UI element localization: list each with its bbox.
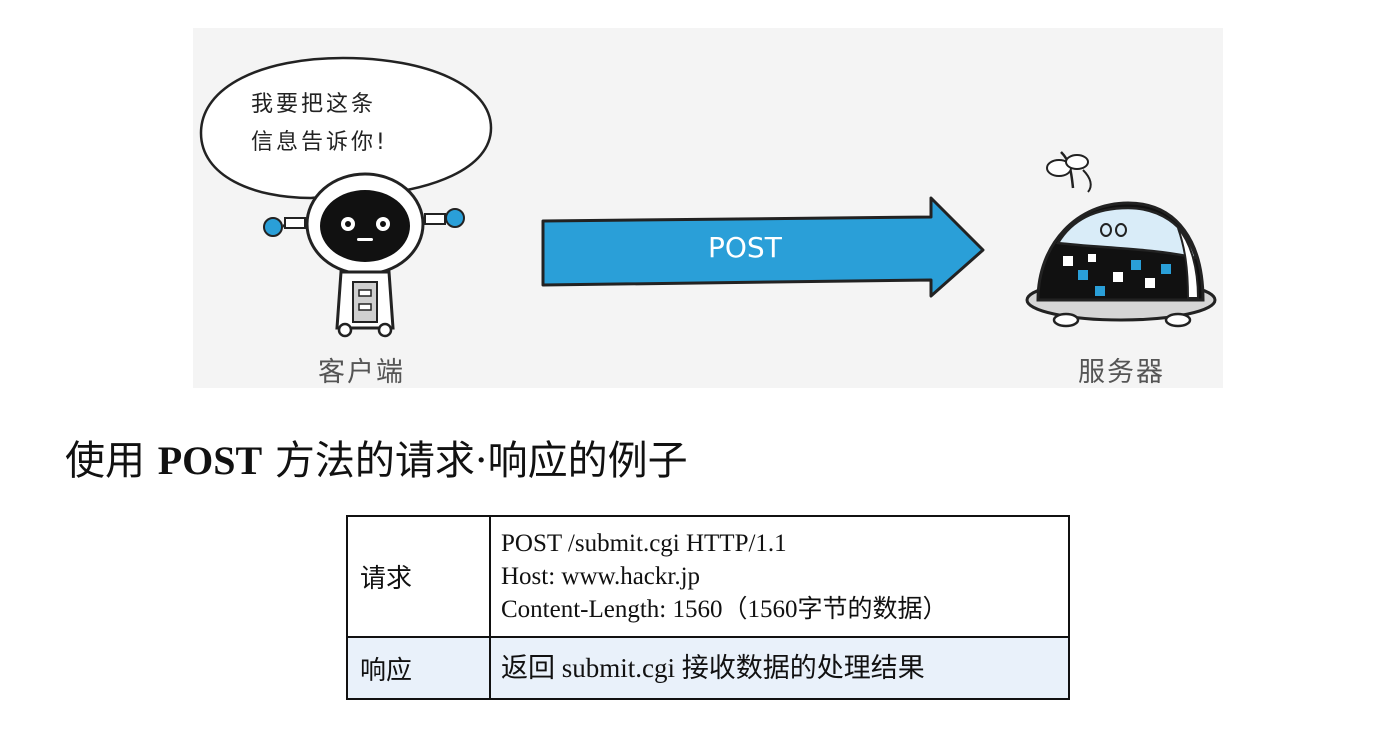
- response-label: 响应: [346, 636, 491, 700]
- section-title: 使用 POST 方法的请求·响应的例子: [65, 428, 688, 486]
- server-robot-icon: [1025, 151, 1217, 328]
- request-content: POST /submit.cgi HTTP/1.1 Host: www.hack…: [489, 515, 1070, 638]
- request-line: POST /submit.cgi HTTP/1.1: [501, 530, 787, 557]
- post-illustration: 我要把这条 信息告诉你! POST 客户端 服务器: [193, 28, 1223, 388]
- bubble-line-2: 信息告诉你!: [251, 130, 388, 155]
- client-robot-icon: [263, 172, 465, 338]
- title-method: POST: [157, 438, 263, 483]
- request-label: 请求: [346, 515, 491, 638]
- speech-bubble-text: 我要把这条 信息告诉你!: [251, 86, 388, 162]
- response-content: 返回 submit.cgi 接收数据的处理结果: [489, 636, 1070, 700]
- illustration-canvas: [199, 56, 1217, 338]
- request-row: 请求 POST /submit.cgi HTTP/1.1 Host: www.h…: [346, 515, 1070, 638]
- response-row: 响应 返回 submit.cgi 接收数据的处理结果: [346, 636, 1070, 700]
- request-host: Host: www.hackr.jp: [501, 563, 701, 590]
- client-label: 客户端: [318, 357, 405, 388]
- arrow-label: POST: [708, 231, 782, 264]
- request-content-length: Content-Length: 1560（1560字节的数据）: [501, 596, 948, 623]
- request-response-table: 请求 POST /submit.cgi HTTP/1.1 Host: www.h…: [346, 515, 1070, 700]
- bubble-line-1: 我要把这条: [251, 92, 377, 117]
- title-prefix: 使用: [65, 438, 145, 484]
- server-label: 服务器: [1078, 357, 1165, 388]
- post-arrow: [541, 196, 985, 298]
- title-suffix: 方法的请求·响应的例子: [274, 438, 688, 484]
